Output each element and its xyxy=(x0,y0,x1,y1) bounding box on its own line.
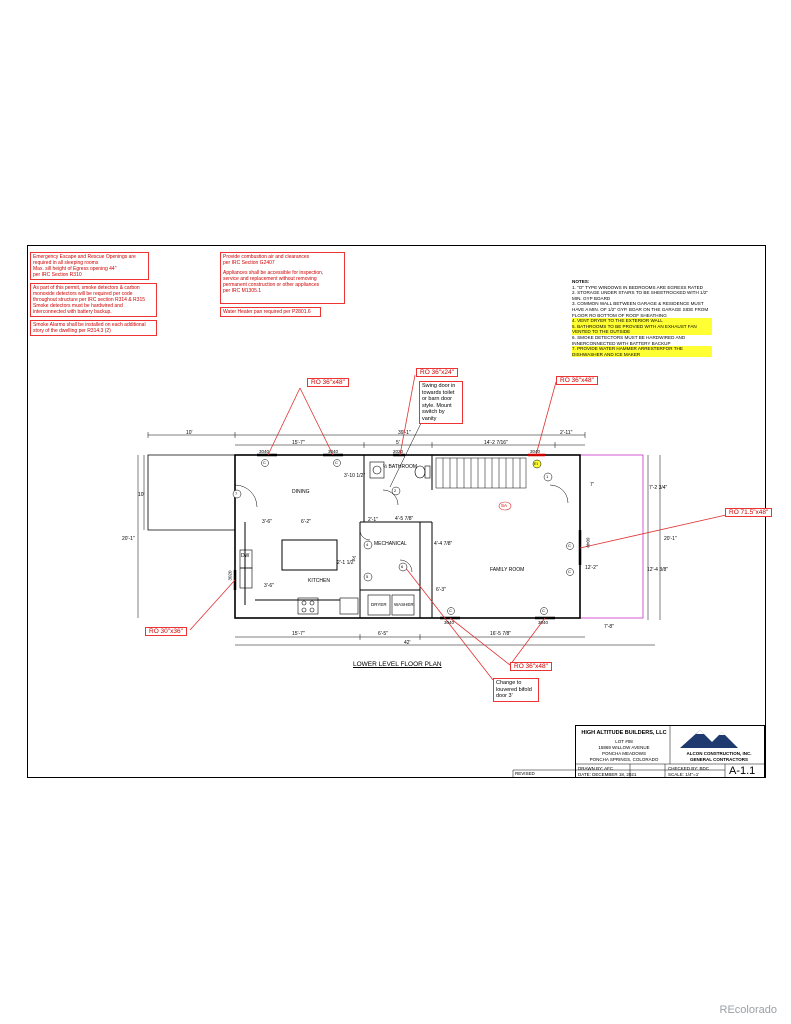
city: PONCHA SPRINGS, COLORADO xyxy=(589,757,659,762)
address: 15869 WILLOW AVENUE xyxy=(598,745,650,750)
window-code: 3040 xyxy=(444,620,455,625)
contractor-name: ALCON CONSTRUCTION, INC. xyxy=(686,751,752,756)
ro-label-family-window: RO 71.5"x48" xyxy=(725,508,773,517)
tag-c: C xyxy=(263,460,266,465)
title-block: HIGH ALTITUDE BUILDERS, LLC LOT #08 1586… xyxy=(575,725,765,778)
tag-c: C xyxy=(449,608,452,613)
dim-3-6b: 3'-6" xyxy=(264,583,274,589)
dim-top-2: 2'-11" xyxy=(560,430,573,436)
dim-bot-total: 42' xyxy=(404,640,411,646)
dim-top-5: 5' xyxy=(396,440,400,446)
dim-right-12: 12'-4 3/8" xyxy=(647,567,669,573)
dim-bot-15: 15'-7" xyxy=(292,631,305,637)
water-heater-note: Water Heater pan required per P2801.6 xyxy=(220,307,321,317)
tag-7: 7 xyxy=(235,491,238,496)
tag-4: 4 xyxy=(366,542,369,547)
plan-title: LOWER LEVEL FLOOR PLAN xyxy=(353,661,442,668)
ro-label-dining-windows: RO 36"x48" xyxy=(307,378,349,387)
dishwasher-label: DW xyxy=(241,553,250,559)
dim-left-20: 20'-1" xyxy=(122,536,135,542)
watermark: REcolorado xyxy=(719,1004,777,1016)
dim-2-1b: 2'-1 1/2" xyxy=(337,560,356,566)
dim-top-total: 39'-1" xyxy=(398,430,411,436)
ro-label-bath-window: RO 36"x24" xyxy=(416,368,458,377)
window-code: 6040 xyxy=(585,537,591,548)
contractor-sub: GENERAL CONTRACTORS xyxy=(689,757,749,762)
smoke-alarm-tag: SA xyxy=(501,503,508,508)
tag-c: C xyxy=(568,543,571,548)
window-code: 3020 xyxy=(227,570,233,581)
lot-number: LOT #08 xyxy=(615,739,633,744)
tag-c: C xyxy=(568,569,571,574)
window-code: 2020 xyxy=(393,449,404,454)
window-code: 3040 xyxy=(530,449,541,454)
dim-top-10: 10' xyxy=(186,430,193,436)
ro-label-family-south-windows: RO 36"x48" xyxy=(510,662,552,671)
mountain-logo-icon xyxy=(680,730,738,748)
checked-by: CHECKED BY: BDC xyxy=(668,766,710,771)
detector-note: As part of this permit, smoke detectors … xyxy=(30,283,157,317)
tag-2: 2 xyxy=(394,488,397,493)
dim-4-4: 4'-4 7/8" xyxy=(434,541,453,547)
dim-bot-16: 16'-5 7/8" xyxy=(490,631,512,637)
tag-c: C xyxy=(335,460,338,465)
window-code: 3040 xyxy=(259,449,270,454)
dim-right-7b: 7'-2 3/4" xyxy=(649,485,668,491)
drawing-date: DATE: DECEMBER 18, 2021 xyxy=(578,772,637,777)
dim-6-3: 6'-3" xyxy=(436,587,446,593)
company-name: HIGH ALTITUDE BUILDERS, LLC xyxy=(581,730,667,736)
room-kitchen: KITCHEN xyxy=(308,578,330,584)
drawing-scale: SCALE: 1/4"=1' xyxy=(668,772,700,777)
dim-2-1: 2'-1" xyxy=(368,517,378,523)
window-code: 3040 xyxy=(328,449,339,454)
dim-3-10: 3'-10 1/2" xyxy=(344,473,366,479)
smoke-alarm-note: Smoke Alarms shall be installed on each … xyxy=(30,320,157,336)
ro-label-kitchen-window: RO 30"x36" xyxy=(145,627,187,636)
dim-top-14: 14'-2 7/16" xyxy=(484,440,508,446)
room-family: FAMILY ROOM xyxy=(490,567,525,573)
window-code: 3040 xyxy=(538,620,549,625)
room-dryer: DRYER xyxy=(371,602,387,607)
tag-1: 1 xyxy=(546,474,549,479)
tag-6: 6 xyxy=(401,564,404,569)
dim-top-15: 15'-7" xyxy=(292,440,305,446)
dim-bot-6: 6'-5" xyxy=(378,631,388,637)
dim-12-2: 12'-2" xyxy=(585,565,598,571)
bifold-door-callout: Change to louvered bifold door 3' xyxy=(493,678,539,702)
tag-c: C xyxy=(542,608,545,613)
ro-label-stair-window: RO 36"x48" xyxy=(556,376,598,385)
room-bathroom: ½ BATHROOM xyxy=(383,464,418,470)
dim-right-20: 20'-1" xyxy=(664,536,677,542)
revised-label: REVISED xyxy=(515,771,535,776)
room-mechanical: MECHANICAL xyxy=(374,541,407,547)
tag-5: 5 xyxy=(366,574,369,579)
dim-6-2: 6'-2" xyxy=(301,519,311,525)
general-notes: NOTES: 1. "O" TYPE WINDOWS IN BEDROOMS A… xyxy=(572,279,712,358)
swing-door-callout: Swing door in towards toilet or barn doo… xyxy=(419,381,463,424)
dim-left-10: 10' xyxy=(138,492,145,498)
egress-note: Emergency Escape and Rescue Openings are… xyxy=(30,252,149,280)
dim-4-5: 4'-5 7/8" xyxy=(395,516,414,522)
drawn-by: DRAWN BY: AFC xyxy=(578,766,614,771)
room-washer: WASHER xyxy=(394,602,414,607)
tag-ei: EI xyxy=(534,461,538,466)
subdivision: PONCHA MEADOWS xyxy=(601,751,646,756)
room-dining: DINING xyxy=(292,489,310,495)
dim-bot-7: 7'-8" xyxy=(604,624,614,630)
dim-3-6a: 3'-6" xyxy=(262,519,272,525)
dim-right-7a: 7' xyxy=(590,482,594,488)
dim-3: 3' xyxy=(352,556,356,562)
sheet-number: A-1.1 xyxy=(729,765,756,777)
